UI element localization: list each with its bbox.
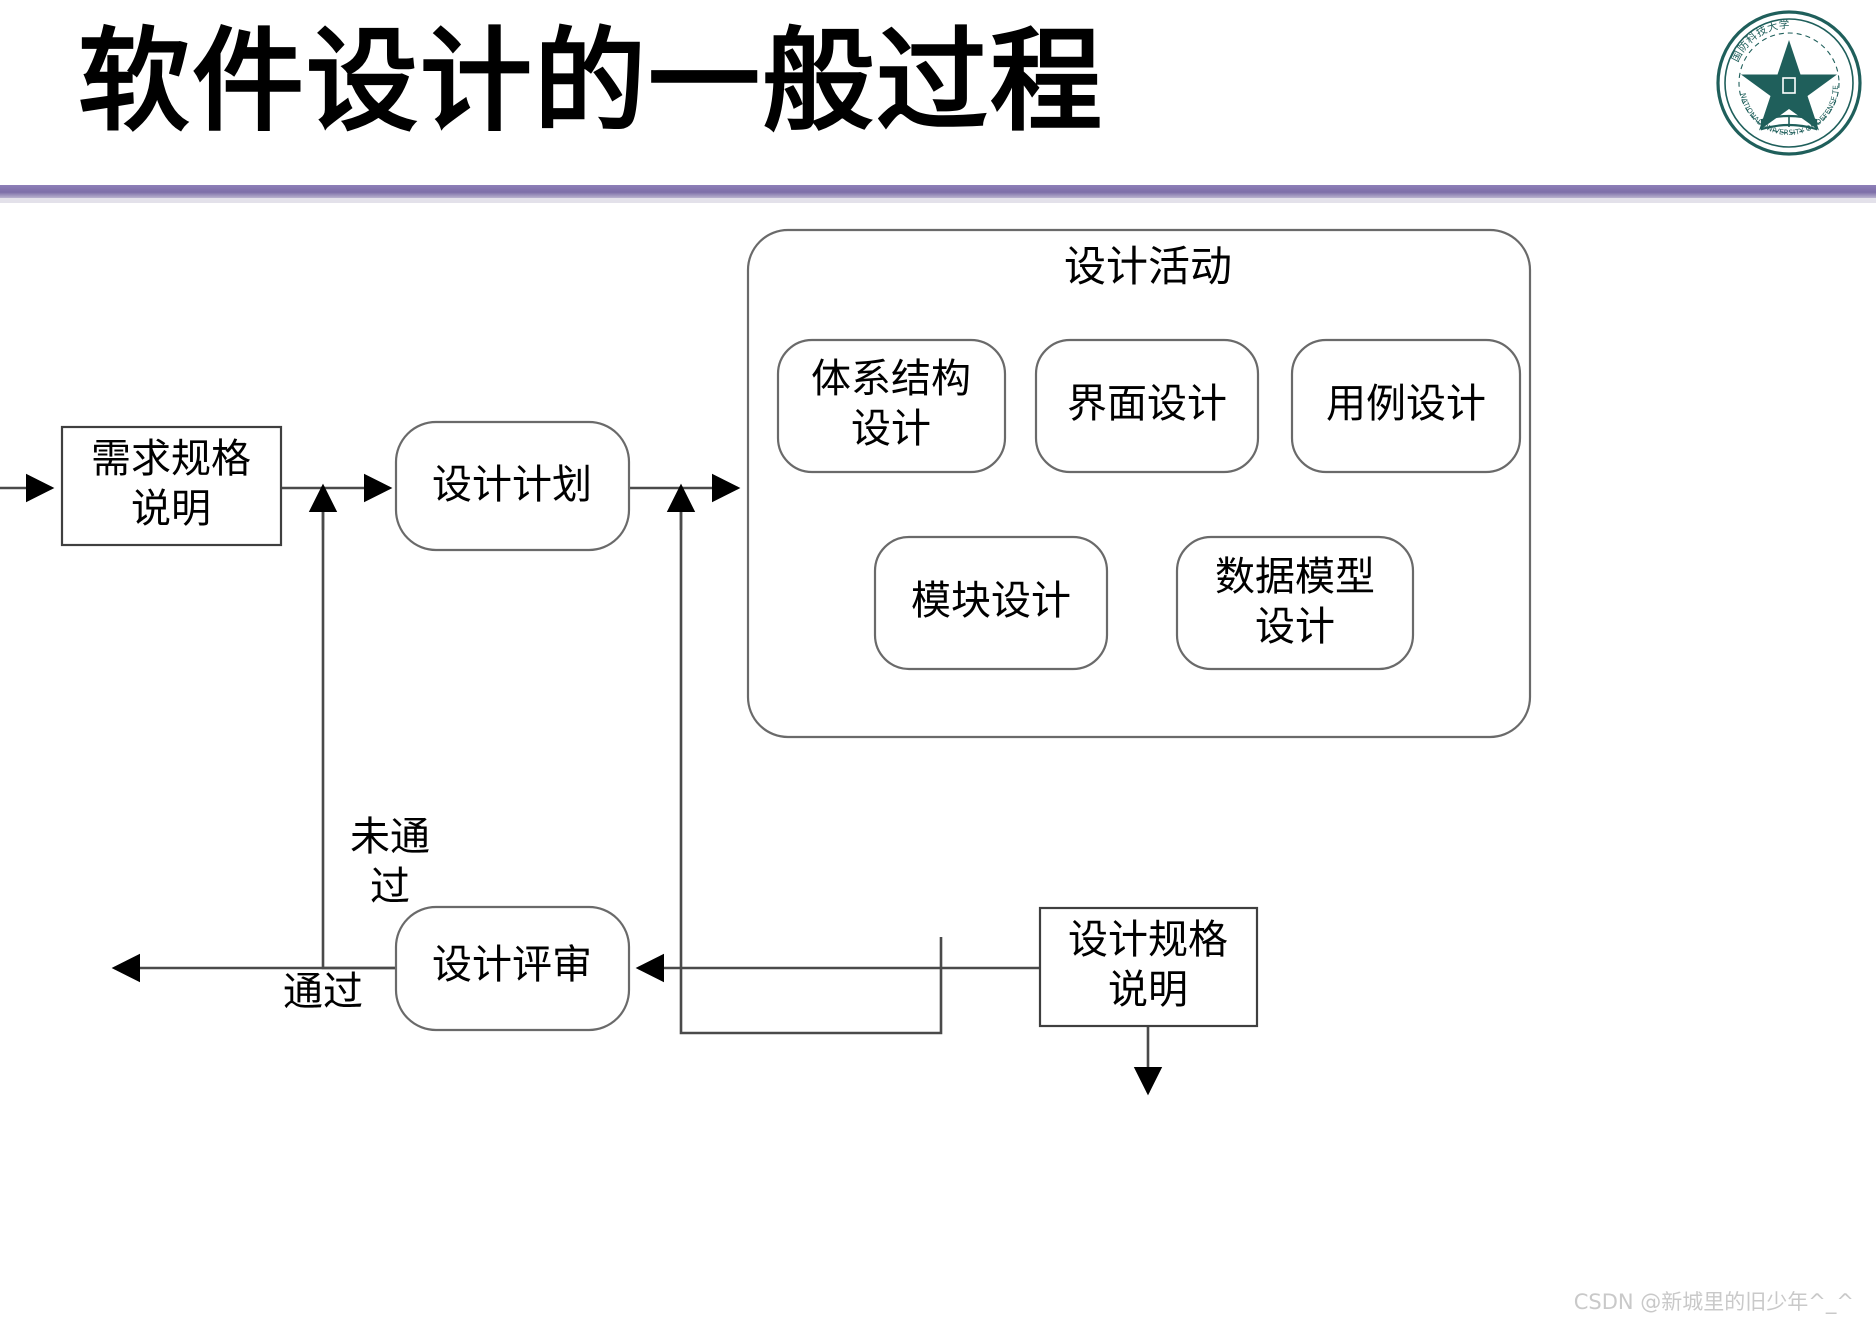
architecture-design-line-2: 设计 (851, 406, 931, 452)
slide-header: 软件设计的一般过程 (0, 0, 1876, 200)
design-spec-line-2: 说明 (1108, 967, 1188, 1013)
architecture-design-line-1: 体系结构 (811, 356, 971, 402)
node-data-model-design[interactable]: 数据模型 设计 (1175, 535, 1415, 671)
fail-label-line-2: 过 (370, 864, 410, 910)
edge-label-fail: 未通 过 (350, 814, 430, 910)
edge-label-pass: 通过 (283, 969, 363, 1015)
design-plan-label: 设计计划 (432, 462, 592, 508)
software-design-process-flowchart: 设计活动 体系结构 设计 界面设计 用例设计 模块设计 数据模型 设计 需求规格… (0, 200, 1876, 1280)
university-seal-logo: 国防科技大学 NATIONAL UNIVERSITY OF DEFENSE TE… (1711, 1, 1864, 158)
module-design-label: 模块设计 (911, 578, 1071, 624)
design-activities-title: 设计活动 (1064, 242, 1232, 291)
node-requirements-specification[interactable]: 需求规格 说明 (60, 425, 283, 547)
node-design-plan[interactable]: 设计计划 (394, 420, 631, 552)
node-design-review[interactable]: 设计评审 (394, 905, 631, 1032)
requirements-spec-line-2: 说明 (131, 486, 211, 532)
node-design-specification[interactable]: 设计规格 说明 (1038, 906, 1259, 1028)
connector-activities-loopback (679, 500, 943, 1035)
csdn-watermark: CSDN @新城里的旧少年^_^ (1573, 1290, 1854, 1314)
design-spec-line-1: 设计规格 (1068, 917, 1228, 963)
svg-text:国防科技大学: 国防科技大学 (1730, 18, 1791, 64)
fail-label-line-1: 未通 (350, 814, 430, 860)
design-review-label: 设计评审 (432, 942, 592, 988)
page-title: 软件设计的一般过程 (78, 17, 1104, 147)
node-architecture-design[interactable]: 体系结构 设计 (776, 338, 1007, 474)
node-module-design[interactable]: 模块设计 (873, 535, 1109, 671)
design-activities-group (746, 228, 1532, 739)
interface-design-label: 界面设计 (1067, 381, 1227, 427)
data-model-design-line-1: 数据模型 (1215, 554, 1375, 600)
usecase-design-label: 用例设计 (1326, 381, 1486, 427)
node-usecase-design[interactable]: 用例设计 (1290, 338, 1522, 474)
node-interface-design[interactable]: 界面设计 (1034, 338, 1260, 474)
data-model-design-line-2: 设计 (1255, 604, 1335, 650)
title-divider (0, 185, 1876, 198)
requirements-spec-line-1: 需求规格 (91, 436, 251, 482)
